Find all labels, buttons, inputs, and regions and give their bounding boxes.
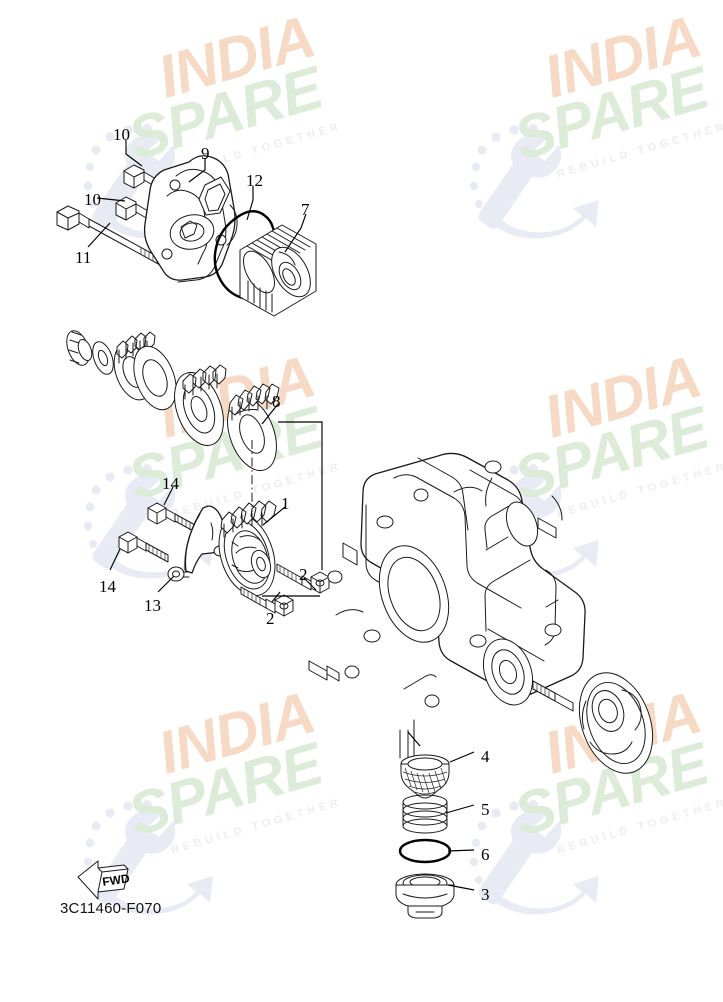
part-o-ring xyxy=(398,838,452,864)
part-oil-pump-drive-gear xyxy=(227,383,280,471)
part-plate-bolt-upper xyxy=(147,502,198,534)
part-gear-cluster xyxy=(66,330,227,446)
callout-14-lower: 14 xyxy=(99,577,116,596)
forward-direction-marker: FWD xyxy=(62,855,146,906)
callout-7: 7 xyxy=(301,200,310,219)
svg-text:FWD: FWD xyxy=(101,871,130,889)
part-plate-bolt-lower xyxy=(118,531,169,563)
part-crankcase xyxy=(308,452,586,759)
callout-4: 4 xyxy=(481,747,490,766)
part-pump-bolt-left xyxy=(240,586,294,617)
callout-14-upper: 14 xyxy=(162,474,179,493)
callout-5: 5 xyxy=(481,800,490,819)
callout-2-left: 2 xyxy=(266,609,275,628)
callout-10-lower: 10 xyxy=(84,190,101,209)
part-oil-filter-element xyxy=(239,224,317,317)
leader-lines xyxy=(87,140,475,891)
callout-13: 13 xyxy=(144,596,161,615)
callout-2-right: 2 xyxy=(299,565,308,584)
part-crankshaft-counterweight xyxy=(532,672,654,774)
part-relief-valve-spring xyxy=(402,794,448,834)
callout-8: 8 xyxy=(272,392,281,411)
callout-6: 6 xyxy=(481,845,490,864)
part-oil-strainer xyxy=(400,719,450,799)
callout-10-upper: 10 xyxy=(113,125,130,144)
part-oil-pump-assembly xyxy=(218,500,277,597)
callout-12: 12 xyxy=(246,171,263,190)
part-relief-valve-plug xyxy=(395,873,455,919)
callout-1: 1 xyxy=(281,494,290,513)
part-oil-filter-cover xyxy=(143,155,238,283)
part-number-label: 3C11460-F070 xyxy=(60,900,162,917)
callout-9: 9 xyxy=(201,144,210,163)
part-pump-bolt-right xyxy=(276,563,330,594)
callout-3: 3 xyxy=(481,885,490,904)
callout-11: 11 xyxy=(75,248,92,267)
